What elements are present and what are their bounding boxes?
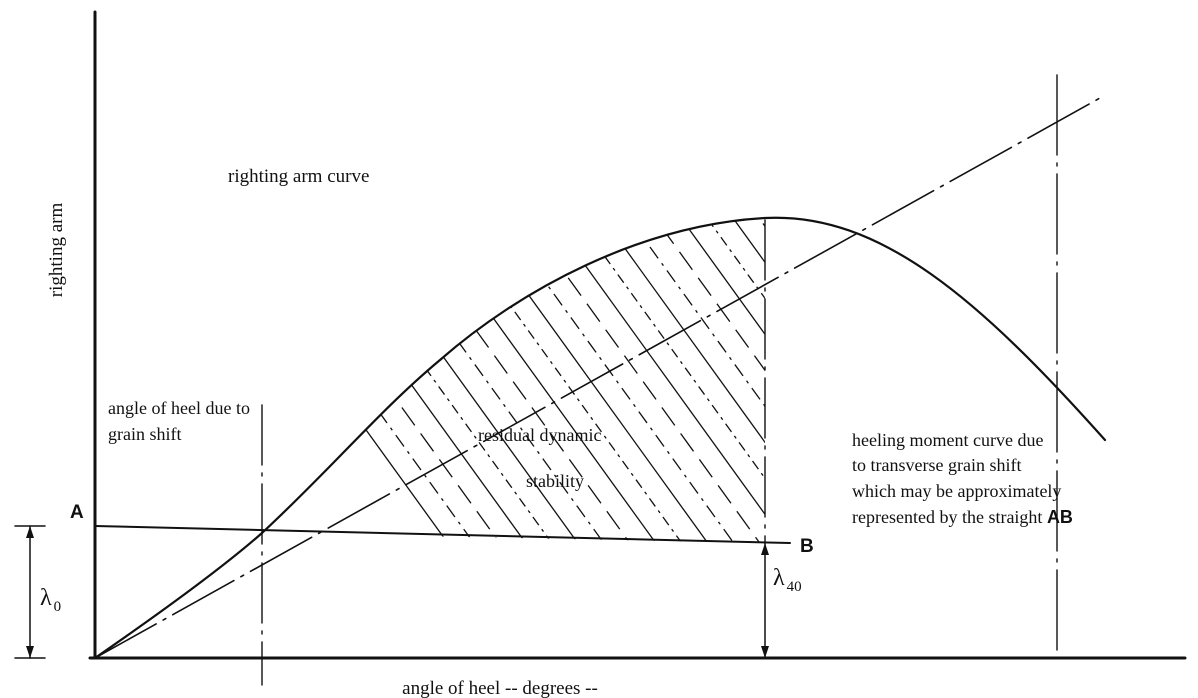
heel-due-label-line1: angle of heel due to [108,398,250,418]
residual-label-line2: stability [526,471,584,491]
hatch-line [745,218,765,543]
heeling-label-line3: which may be approximately [852,481,1061,501]
lambda40-arrow-down [761,646,769,658]
lambda0-arrow-down [26,646,34,658]
x-axis-label: angle of heel -- degrees -- [402,678,598,698]
point-a-label: A [70,502,84,523]
lambda0-arrow-up [26,526,34,538]
lambda0-symbol: λ [40,585,52,611]
heeling-moment-line-ab [94,525,791,544]
righting-arm-curve [93,216,1107,660]
hatch-line [303,218,565,543]
lambda0-subscript: 0 [54,599,62,615]
lambda40-arrow-up [761,543,769,555]
heeling-label-line1: heeling moment curve due [852,430,1043,450]
hatch-line [667,218,765,543]
residual-stability-hatching [262,200,1058,560]
hatch-line [262,218,461,543]
hatch-line [693,218,765,543]
hatch-line [277,218,539,543]
heel-due-label-line2: grain shift [108,424,182,444]
hatch-line [563,218,765,543]
hatch-line [719,218,765,543]
point-b-label: B [800,536,814,557]
residual-label-line1: residual dynamic [478,425,601,445]
heeling-label-ab: AB [1047,507,1073,527]
hatch-line [262,218,487,543]
lambda40-symbol: λ [773,565,785,591]
lambda40-subscript: 40 [787,579,802,595]
hatch-line [772,200,1032,560]
y-axis-label: righting arm [46,203,67,298]
heeling-label-line4: represented by the straight AB [852,507,1073,527]
hatch-line [355,218,617,543]
hatch-line [641,218,765,543]
heeling-label-line2: to transverse grain shift [852,455,1021,475]
hatch-line [798,200,1058,560]
righting-arm-curve-label: righting arm curve [228,166,369,187]
hatch-line [485,218,747,543]
hatch-line [589,218,765,543]
heeling-label-line4-text: represented by the straight [852,507,1047,527]
